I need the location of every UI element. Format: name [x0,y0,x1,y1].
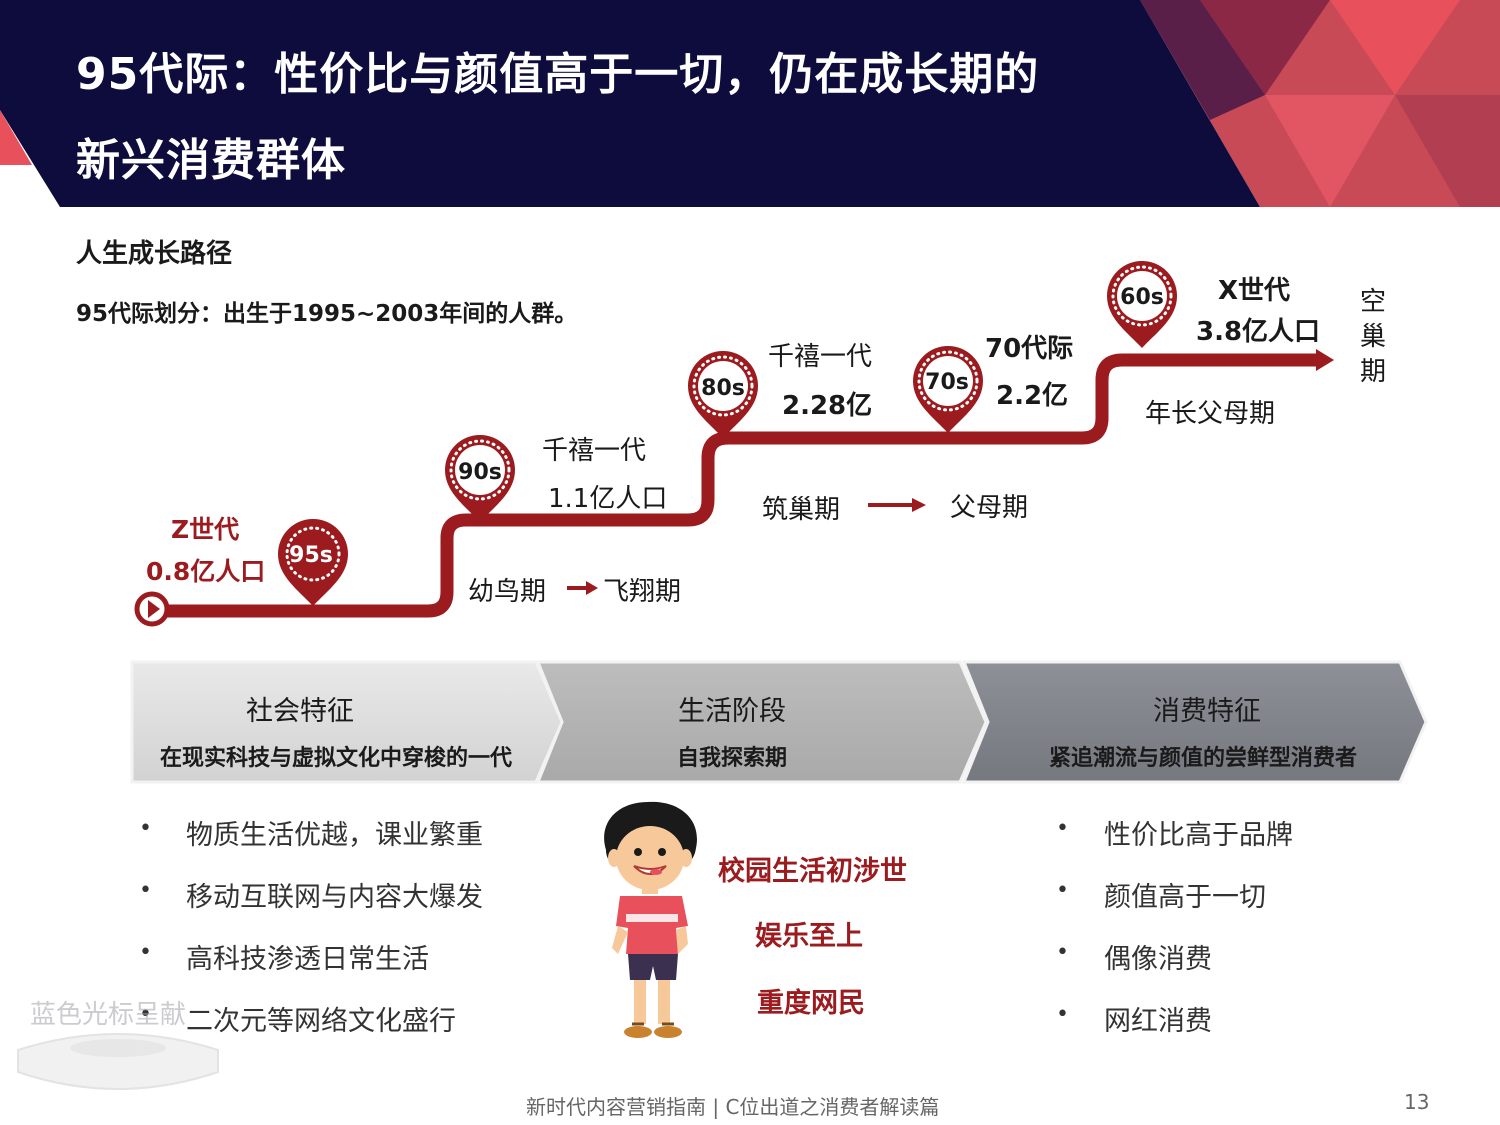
banner-social-subtitle: 在现实科技与虚拟文化中穿梭的一代 [159,746,512,771]
gen80-pop: 2.28亿 [782,391,873,421]
page-title-line1: 95代际：性价比与颜值高于一切，仍在成长期的 [76,49,1040,100]
consumer-bullet-1: 性价比高于品牌 [1104,820,1293,851]
stage-empty-nest: 空巢期 [1360,287,1387,387]
watermark-logo-icon [17,1033,219,1090]
life-item-2: 娱乐至上 [755,921,863,952]
social-bullet-4: 二次元等网络文化盛行 [186,1006,456,1037]
consumer-bullet-3: 偶像消费 [1104,944,1212,975]
gen70-pop: 2.2亿 [996,381,1069,411]
banner-consumer-title: 消费特征 [1153,696,1261,727]
social-bullet-1: 物质生活优越，课业繁重 [186,820,483,851]
consumer-bullet-4: 网红消费 [1104,1006,1212,1037]
life-item-3: 重度网民 [757,988,865,1019]
pin-95s-label: 95s [289,543,333,568]
social-bullet-3: 高科技渗透日常生活 [186,944,429,975]
banner-social-title: 社会特征 [246,696,354,727]
stage-fly: 飞翔期 [603,577,682,607]
banner-life-title: 生活阶段 [678,696,786,727]
gen70-name: 70代际 [985,334,1074,364]
gen80-name: 千禧一代 [768,342,873,372]
pin-95s-icon [278,519,348,606]
z-gen-name: Z世代 [171,515,240,544]
page-number: 13 [1404,1090,1430,1114]
growth-path-heading: 人生成长路径 [76,239,233,269]
stage-nest: 筑巢期 [762,495,841,525]
footer-text: 新时代内容营销指南 | C位出道之消费者解读篇 [526,1095,940,1119]
gen90-name: 千禧一代 [542,436,647,466]
watermark-text: 蓝色光标呈献 [30,1000,187,1030]
gen90-pop: 1.1亿人口 [548,484,668,514]
consumer-bullet-2: 颜值高于一切 [1104,882,1266,913]
stage-young: 幼鸟期 [468,577,547,607]
stage-parent: 父母期 [950,493,1029,523]
header-background [0,0,1500,207]
gen60-name: X世代 [1218,276,1291,306]
banner-consumer-subtitle: 紧追潮流与颜值的尝鲜型消费者 [1048,746,1357,771]
life-item-1: 校园生活初涉世 [718,856,907,887]
stage-old-parent: 年长父母期 [1145,399,1276,429]
pin-70s-icon [913,346,983,433]
pin-70s-label: 70s [925,370,969,395]
pin-60s-label: 60s [1120,285,1164,310]
pin-90s-label: 90s [458,460,502,485]
pin-80s-icon [688,351,758,438]
pin-80s-label: 80s [701,376,745,401]
growth-path-timeline [134,349,1334,627]
definition-text: 95代际划分：出生于1995~2003年间的人群。 [76,301,578,327]
social-bullet-2: 移动互联网与内容大爆发 [186,882,483,913]
cartoon-boy-illustration [604,801,697,1038]
page-title-line2: 新兴消费群体 [76,135,346,186]
pin-60s-icon [1107,261,1177,348]
feature-banners [130,660,1428,784]
pin-90s-icon [445,435,515,522]
z-gen-pop: 0.8亿人口 [146,557,266,586]
banner-life-subtitle: 自我探索期 [676,746,787,771]
gen60-pop: 3.8亿人口 [1196,317,1321,347]
